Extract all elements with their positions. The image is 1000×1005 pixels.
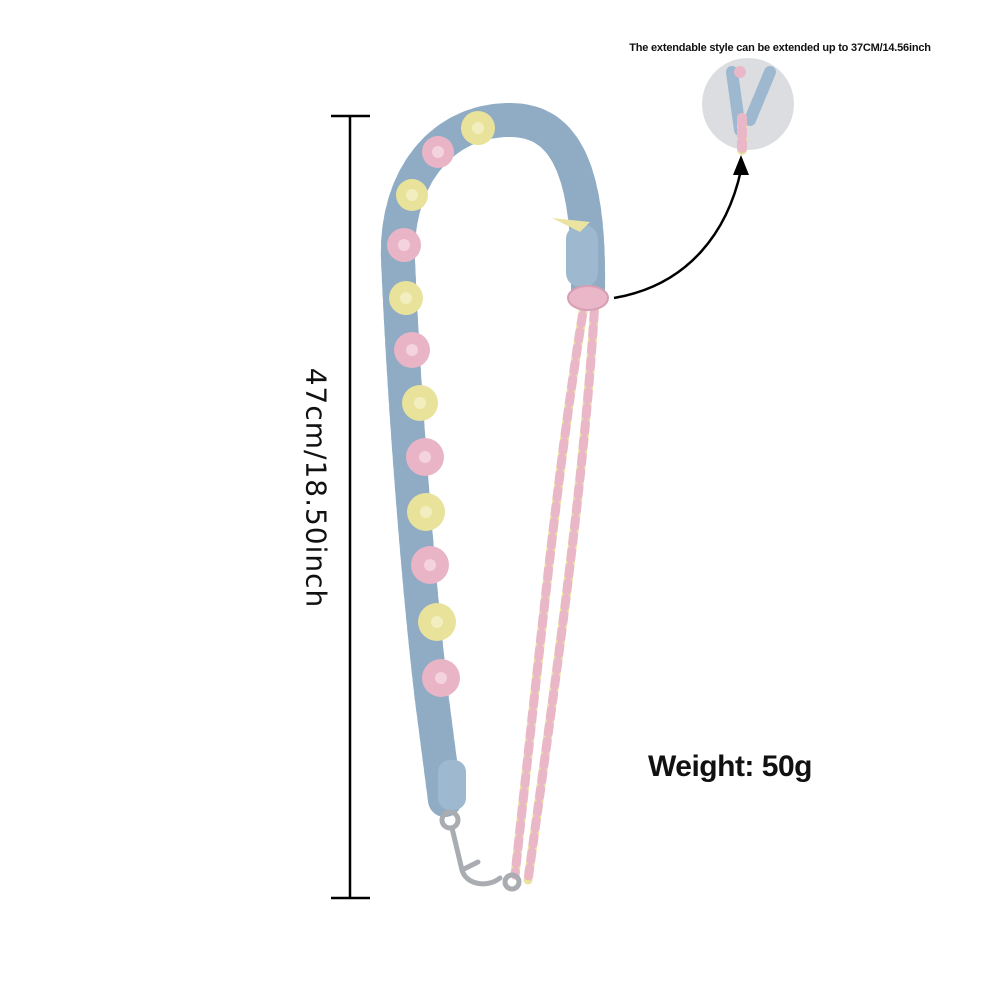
flower	[407, 493, 445, 531]
flower	[422, 659, 460, 697]
zoom-detail-image	[702, 58, 794, 155]
flower-row	[387, 111, 495, 697]
flower	[396, 179, 428, 211]
frayed-end	[552, 218, 590, 232]
flower	[461, 111, 495, 145]
extension-caption: The extendable style can be extended up …	[629, 42, 931, 54]
flower	[387, 228, 421, 262]
flower	[422, 136, 454, 168]
clasp-icon	[439, 809, 522, 892]
curved-arrow-icon	[613, 155, 749, 300]
flower	[406, 438, 444, 476]
flower	[394, 332, 430, 368]
flower	[418, 603, 456, 641]
twisted-cord	[510, 295, 600, 885]
flower	[389, 281, 423, 315]
flower	[402, 385, 438, 421]
length-label: 47cm/18.50inch	[299, 367, 333, 609]
dimension-line	[331, 114, 370, 900]
weight-label: Weight: 50g	[648, 750, 812, 783]
cord-knot	[567, 285, 609, 311]
flower	[411, 546, 449, 584]
